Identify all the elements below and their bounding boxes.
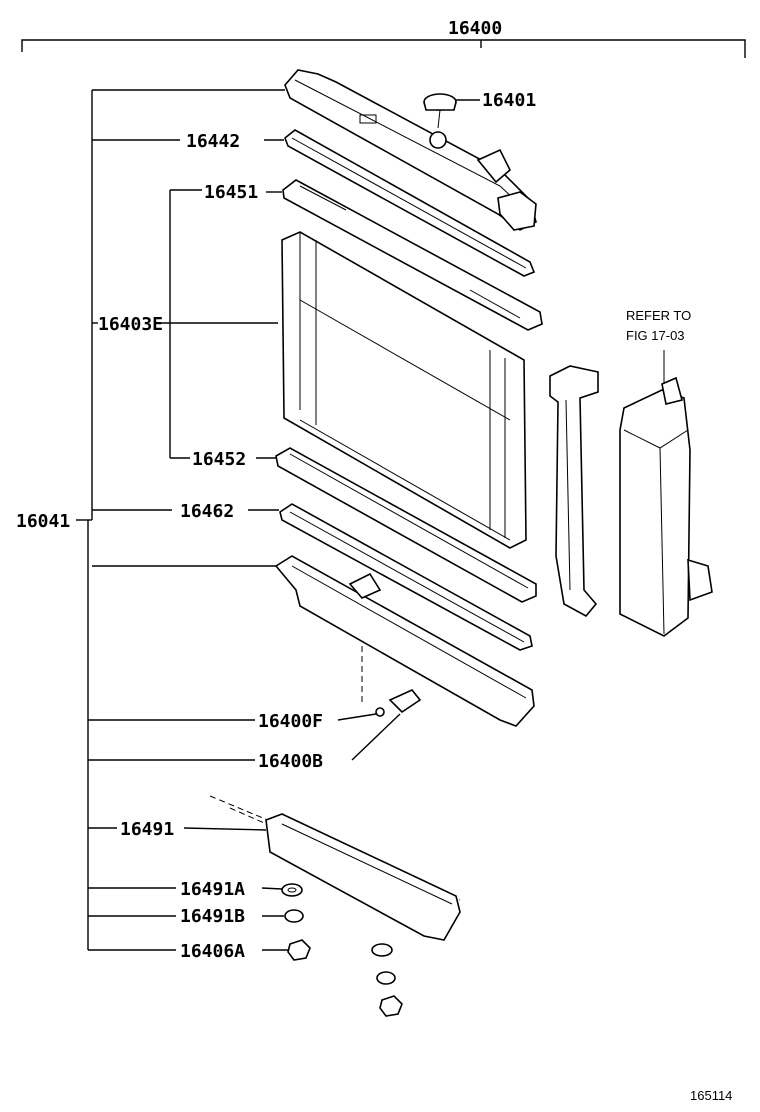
label-16442: 16442 (186, 131, 240, 152)
refer-note-line2: FIG 17-03 (626, 328, 685, 343)
mounting-frame (183, 795, 461, 941)
figure-id: 165114 (690, 1088, 732, 1103)
label-16491B: 16491B (180, 906, 245, 927)
refer-note-line1: REFER TO (626, 308, 691, 323)
label-16406A: 16406A (180, 941, 245, 962)
core-bracket (160, 189, 278, 459)
radiator-core (281, 231, 527, 549)
label-16401: 16401 (482, 90, 536, 111)
label-16400B: 16400B (258, 751, 323, 772)
upper-tank (284, 69, 537, 231)
label-16400F: 16400F (258, 711, 323, 732)
label-16400: 16400 (448, 18, 502, 39)
label-16452: 16452 (192, 449, 246, 470)
upper-core-plate (266, 179, 543, 331)
label-16451: 16451 (204, 182, 258, 203)
label-16462: 16462 (180, 501, 234, 522)
label-16403E: 16403E (98, 314, 163, 335)
label-16041: 16041 (16, 511, 70, 532)
label-16491A: 16491A (180, 879, 245, 900)
label-16491: 16491 (120, 819, 174, 840)
drain-cock (337, 689, 422, 761)
upper-gasket (264, 129, 536, 277)
lower-gasket (248, 503, 533, 651)
lower-tank (274, 555, 535, 727)
fasteners (261, 883, 403, 1017)
radiator-cap (423, 93, 480, 129)
lower-core-plate (256, 447, 537, 603)
reference-part-fig-17-03 (619, 350, 713, 637)
support-bracket (549, 365, 599, 618)
main-assembly-bracket (21, 39, 746, 58)
left-bracket-16041 (76, 89, 285, 951)
